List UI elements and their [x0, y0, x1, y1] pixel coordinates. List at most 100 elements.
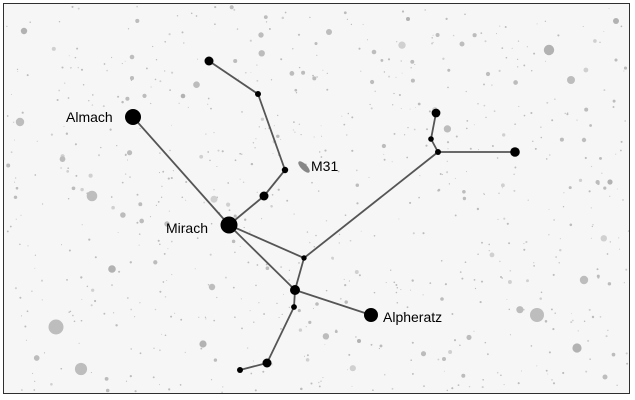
background-star — [383, 158, 386, 161]
m31-galaxy-marker — [298, 161, 310, 173]
background-star — [584, 107, 589, 112]
background-star — [548, 234, 550, 236]
background-star — [88, 173, 93, 178]
background-star — [136, 193, 139, 196]
background-star — [185, 180, 188, 184]
background-star — [623, 70, 625, 72]
background-star — [564, 112, 566, 115]
background-star — [209, 159, 211, 162]
background-star — [540, 136, 543, 139]
background-star — [505, 56, 508, 59]
background-star — [549, 154, 551, 156]
background-star — [13, 139, 16, 141]
background-star — [520, 370, 522, 372]
background-star — [20, 27, 28, 35]
background-star — [234, 159, 237, 162]
background-star — [507, 280, 512, 284]
background-star — [72, 314, 74, 317]
background-star — [209, 253, 212, 256]
background-star — [385, 282, 387, 284]
background-star — [187, 106, 189, 108]
background-star — [437, 358, 440, 361]
background-star — [406, 17, 410, 21]
background-star — [355, 169, 358, 172]
background-star — [500, 183, 505, 188]
background-star — [410, 289, 412, 291]
background-star — [241, 327, 243, 330]
background-star — [65, 132, 69, 135]
background-star — [174, 312, 176, 314]
background-star — [168, 210, 170, 212]
background-star — [393, 281, 396, 284]
background-star — [273, 125, 275, 127]
background-star — [440, 259, 443, 262]
background-star — [159, 290, 162, 293]
background-star — [466, 120, 469, 122]
background-star — [239, 152, 242, 155]
background-star — [204, 316, 207, 318]
background-star — [169, 89, 171, 91]
background-star — [465, 127, 468, 130]
background-star — [360, 230, 362, 232]
background-star — [578, 178, 583, 183]
background-star — [588, 190, 591, 193]
background-star — [426, 314, 429, 317]
background-star — [347, 112, 350, 115]
background-star — [250, 71, 252, 73]
background-star — [446, 141, 450, 144]
constellation-star-below-m31 — [259, 191, 269, 201]
background-star — [152, 45, 154, 48]
background-star — [454, 214, 457, 217]
background-star — [475, 33, 477, 36]
background-star — [533, 262, 535, 264]
background-star — [555, 256, 557, 258]
background-star — [9, 225, 12, 228]
background-star — [193, 81, 200, 89]
background-star — [412, 232, 415, 235]
background-star — [61, 66, 64, 69]
background-star — [483, 104, 486, 107]
background-star — [579, 275, 589, 285]
background-star — [607, 282, 612, 286]
background-star — [624, 120, 627, 122]
background-star — [172, 170, 174, 172]
background-star — [81, 298, 83, 301]
background-star — [485, 71, 491, 77]
background-star — [150, 102, 152, 105]
background-star — [407, 126, 409, 129]
background-star — [203, 201, 205, 204]
background-star — [358, 47, 361, 50]
background-star — [466, 334, 472, 340]
background-star — [360, 70, 362, 72]
background-star — [256, 79, 259, 82]
background-star — [263, 15, 268, 20]
background-star — [71, 5, 74, 8]
background-star — [591, 225, 593, 228]
background-star — [67, 167, 70, 170]
background-star — [443, 370, 445, 372]
background-star — [286, 199, 289, 202]
background-star — [454, 178, 456, 180]
background-star — [410, 78, 415, 83]
background-star — [210, 379, 213, 381]
background-star — [552, 273, 555, 276]
background-star — [502, 133, 506, 137]
background-star — [500, 374, 502, 377]
background-star — [391, 161, 393, 163]
background-star — [501, 187, 503, 189]
background-star — [242, 181, 245, 184]
background-star — [465, 90, 467, 93]
background-star — [33, 355, 40, 361]
background-star — [162, 281, 165, 283]
background-star — [159, 152, 161, 154]
background-star — [571, 312, 573, 314]
background-star — [74, 362, 88, 376]
background-star — [197, 58, 198, 60]
background-star — [276, 114, 279, 117]
background-star — [121, 181, 124, 184]
background-star — [620, 140, 623, 143]
background-star — [496, 157, 499, 159]
background-star — [216, 165, 218, 168]
background-star — [338, 233, 341, 236]
background-star — [484, 341, 487, 344]
